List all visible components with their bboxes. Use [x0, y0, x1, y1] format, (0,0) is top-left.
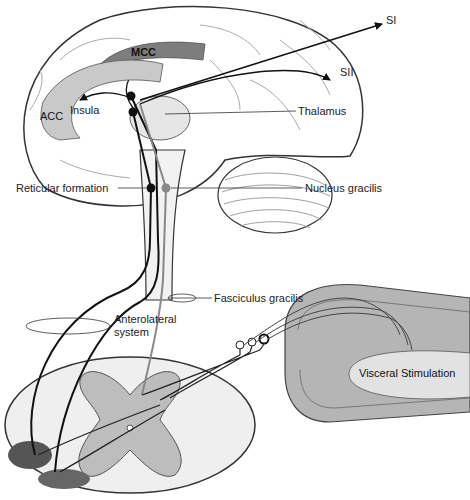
- structure-label: Reticular formation: [16, 182, 108, 195]
- reticular-nucleus: [147, 184, 156, 193]
- spinoreticular-tract: [31, 112, 151, 455]
- leader-line: [118, 111, 302, 298]
- anterolateral-tract: [8, 441, 52, 469]
- band-shape: [349, 351, 470, 399]
- structure-label: Insula: [70, 104, 99, 117]
- projection-arrow: [80, 93, 131, 100]
- band-shape: [41, 60, 163, 140]
- ganglion-stem: [240, 344, 264, 355]
- region-band: ACC: [35, 52, 165, 142]
- cerebellum-folia: [222, 173, 330, 228]
- dorsal-root-fibers: [38, 350, 260, 472]
- structure-label: Fasciculus gracilis: [214, 292, 303, 305]
- cerebellum: [218, 157, 332, 233]
- region-name: ACC: [40, 110, 63, 122]
- structure-label: Nucleus gracilis: [305, 182, 382, 195]
- visceral-nerve: [244, 298, 412, 350]
- band-outline: [35, 52, 165, 142]
- leader-ring: [26, 318, 110, 334]
- gracile-nucleus: [162, 184, 171, 193]
- colon: [285, 285, 470, 422]
- dorsal-column-tract: [140, 104, 166, 395]
- leader-ring: [168, 294, 196, 302]
- region-name: MCC: [131, 46, 156, 58]
- region-band: Visceral Stimulation: [345, 345, 470, 403]
- spinal-cord-section: [5, 357, 255, 493]
- structure-label: Thalamus: [298, 105, 346, 118]
- anterolateral-tract: [38, 469, 90, 489]
- projection-arrow: [140, 24, 382, 100]
- spinothalamic-tract: [55, 96, 159, 472]
- structure-label: SII: [340, 66, 353, 79]
- structure-label: SI: [386, 14, 396, 27]
- ganglion-cell: [236, 341, 244, 349]
- projection-arrow: [140, 71, 330, 104]
- structure-label: Anterolateral system: [114, 313, 194, 339]
- thalamic-nucleus: [127, 92, 136, 101]
- thalamic-nucleus: [129, 108, 138, 117]
- gray-matter: [79, 372, 181, 477]
- region-name: Visceral Stimulation: [359, 367, 455, 379]
